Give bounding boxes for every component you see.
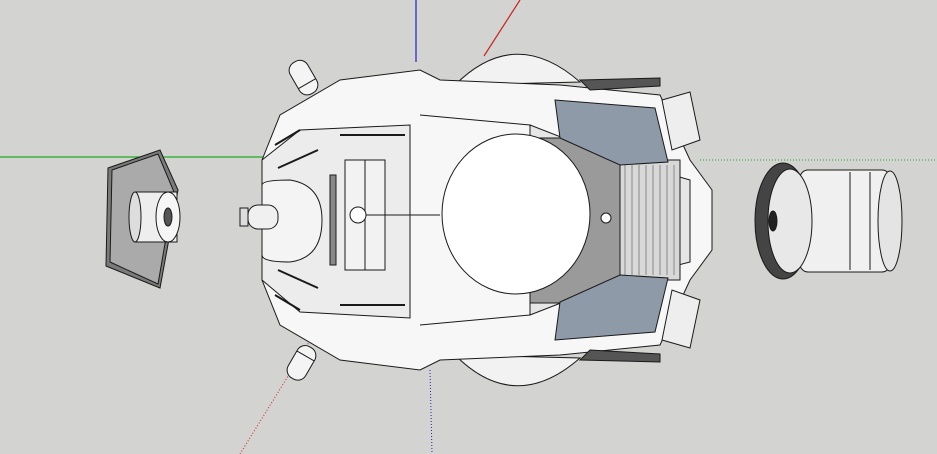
left-nozzle-part[interactable] (105, 149, 181, 289)
red-axis (483, 0, 521, 57)
lander-model[interactable] (239, 53, 713, 387)
blue-axis-negative (429, 369, 433, 454)
right-nozzle-part[interactable] (754, 162, 903, 280)
